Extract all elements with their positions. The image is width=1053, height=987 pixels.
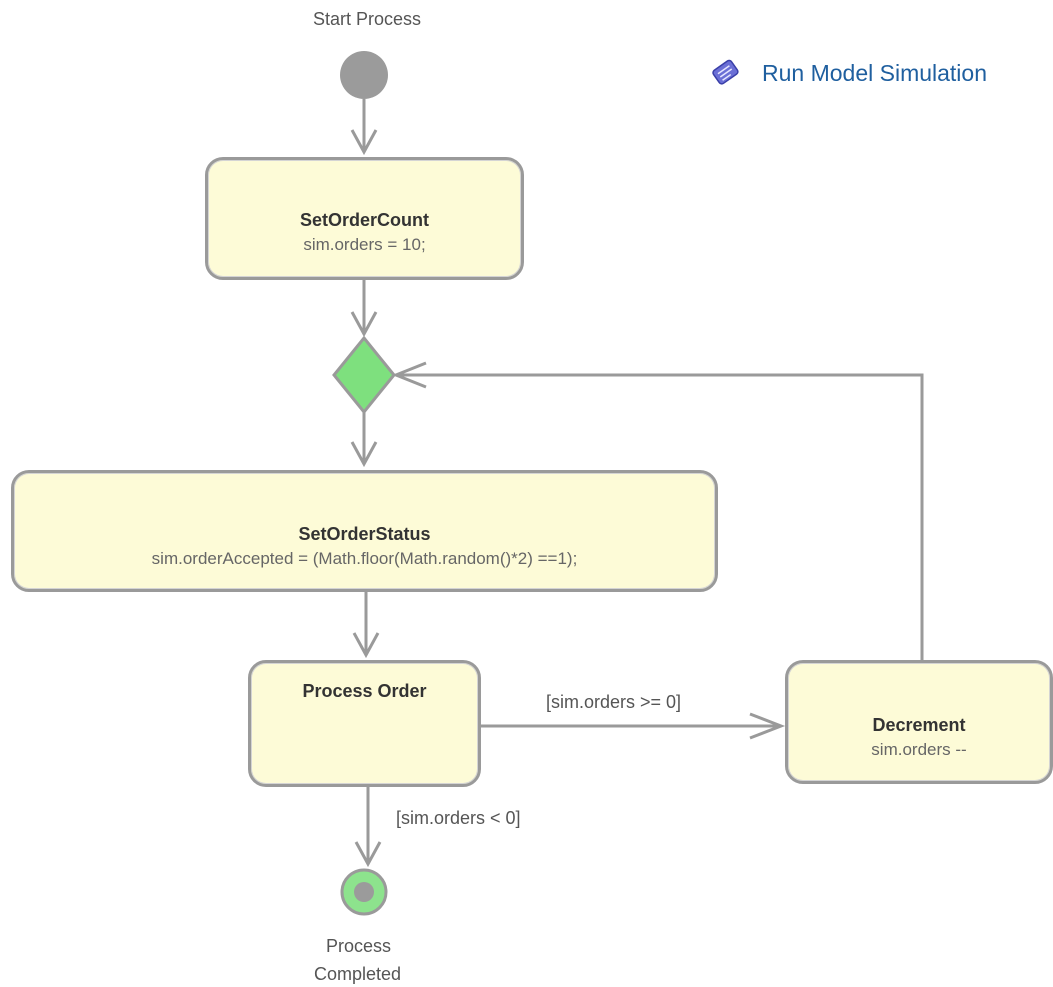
process-completed-label-line2: Completed bbox=[314, 964, 402, 984]
action-setordercount[interactable]: SetOrderCount sim.orders = 10; bbox=[205, 157, 524, 280]
action-setorderstatus[interactable]: SetOrderStatus sim.orderAccepted = (Math… bbox=[11, 470, 718, 592]
edge-processorder-to-final bbox=[354, 787, 382, 868]
edge-setorderstatus-to-processorder bbox=[352, 592, 380, 659]
action-name: SetOrderCount bbox=[299, 210, 429, 230]
decision-node[interactable] bbox=[332, 335, 396, 415]
action-code: sim.orders -- bbox=[871, 740, 967, 759]
initial-node[interactable] bbox=[340, 51, 388, 99]
guard-label-to-end: [sim.orders < 0] bbox=[396, 808, 521, 828]
run-model-simulation-label[interactable]: Run Model Simulation bbox=[762, 59, 988, 86]
action-name: SetOrderStatus bbox=[298, 524, 431, 544]
action-code: sim.orders = 10; bbox=[303, 235, 426, 254]
edge-start-to-setordercount bbox=[350, 99, 378, 156]
action-decrement[interactable]: Decrement sim.orders -- bbox=[785, 660, 1053, 784]
edge-processorder-to-decrement bbox=[481, 712, 786, 740]
edge-decision-to-setorderstatus bbox=[350, 412, 378, 468]
guard-label-to-decrement: [sim.orders >= 0] bbox=[546, 692, 682, 712]
action-name: Decrement bbox=[872, 715, 966, 735]
action-code: sim.orderAccepted = (Math.floor(Math.ran… bbox=[151, 549, 578, 568]
script-icon bbox=[712, 59, 739, 85]
process-completed-label-line1: Process bbox=[326, 936, 392, 956]
edge-setordercount-to-decision bbox=[350, 280, 378, 338]
edge-decrement-to-decision bbox=[391, 361, 924, 660]
action-process-order[interactable]: Process Order bbox=[248, 660, 481, 787]
start-process-label: Start Process bbox=[313, 9, 422, 29]
activity-final-node[interactable] bbox=[340, 868, 388, 916]
action-name: Process Order bbox=[302, 681, 427, 701]
run-model-simulation-link[interactable]: Run Model Simulation bbox=[710, 58, 987, 88]
